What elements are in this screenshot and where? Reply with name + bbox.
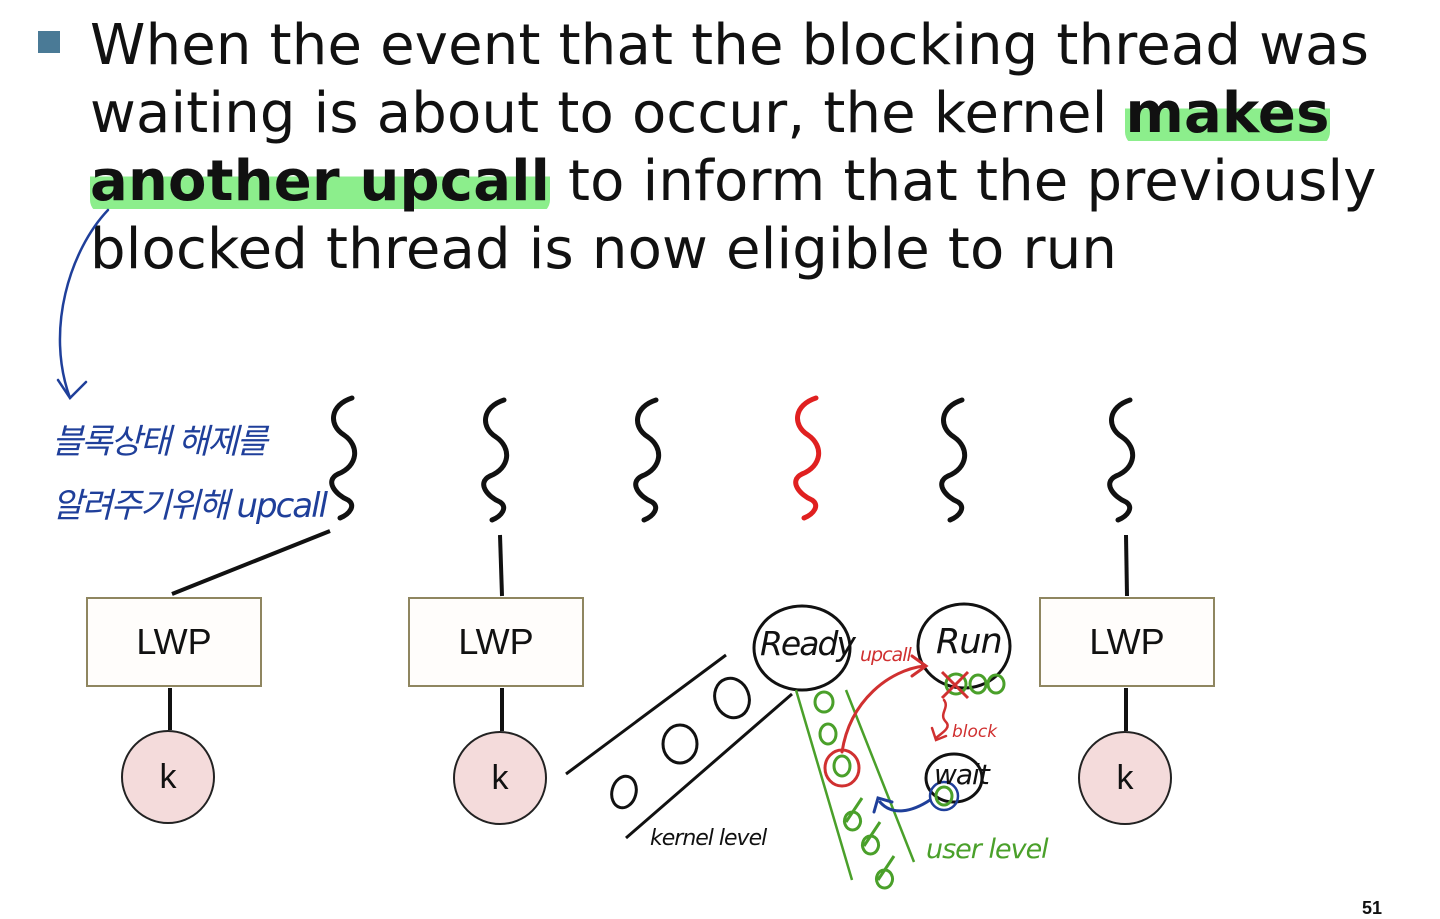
upcall-arrow-head [910,654,929,678]
bold-makes: makes [1125,81,1330,146]
annotation-arrow-head [56,378,88,400]
block-label: block [952,722,998,742]
user-queue-item-slashed [843,797,864,832]
kernel-label: k [1116,758,1134,797]
kernel-queue-bottom-edge [625,692,793,840]
upcall-label: upcall [860,644,912,666]
upcall-arrow [840,664,926,754]
user-queue-item-slashed [861,821,882,856]
thread-squiggle-6 [1107,397,1135,523]
run-thread-cross [940,670,970,700]
wait-state-circle [924,752,984,804]
bullet-marker-icon [38,31,60,53]
page-number: 51 [1362,898,1383,918]
korean-annotation-line2: 알려주기위해 upcall [52,486,328,526]
thread-squiggle-2 [481,397,509,523]
wake-arrow-head [872,796,894,814]
kernel-level-label: kernel level [650,826,767,851]
run-state-label: Run [936,622,1003,662]
user-queue-item [832,754,852,778]
kernel-label: k [491,758,509,797]
ready-state-circle [752,604,852,692]
kernel-thread-2: k [453,731,547,825]
kernel-queue-item [661,723,699,765]
kernel-queue-item [713,676,751,720]
kernel-thread-1: k [121,730,215,824]
wake-arrow [878,798,932,813]
kernel-thread-3: k [1078,731,1172,825]
bullet-text-part1: When the event that the blocking thread … [90,13,1370,146]
bold-another-upcall: another upcall [90,149,550,214]
lwp-box-3: LWP [1039,597,1215,687]
user-queue-left-edge [794,689,854,881]
user-queue-item [813,690,835,714]
bullet-text: When the event that the blocking thread … [90,12,1410,284]
thread-squiggle-5 [939,397,967,523]
user-queue-item-slashed [875,855,896,890]
bullet-text-part2: to inform that the previously blocked th… [90,149,1377,282]
user-level-label: user level [926,834,1049,865]
lwp-box-2: LWP [408,597,584,687]
bullet-point: When the event that the blocking thread … [0,0,1440,300]
block-arrow-head [930,726,948,742]
run-thread-item [968,673,988,695]
wait-thread-highlight [928,780,960,812]
block-arrow [934,698,949,740]
thread-squiggle-3 [633,397,661,523]
thread-squiggle-4-red [793,395,821,521]
user-queue-item [818,722,838,746]
run-thread-item [944,672,968,696]
wait-state-label: wait [934,758,990,791]
connector-thread1-lwp1 [171,529,331,596]
wait-thread-item [934,785,954,807]
connector-thread2-lwp2 [498,534,504,597]
kernel-queue-top-edge [565,653,727,776]
lwp-box-1: LWP [86,597,262,687]
lwp-label: LWP [136,621,212,662]
kernel-queue-item [610,774,638,810]
run-thread-item [986,673,1006,695]
ready-state-label: Ready [760,624,856,663]
user-queue-right-edge [844,689,916,863]
connector-thread6-lwp3 [1124,534,1129,597]
annotation-arrow [58,208,110,400]
kernel-label: k [159,757,177,796]
lwp-label: LWP [458,621,534,662]
lwp-label: LWP [1089,621,1165,662]
korean-annotation-line1: 블록상태 해제를 [52,422,268,462]
thread-squiggle-1 [329,395,357,521]
